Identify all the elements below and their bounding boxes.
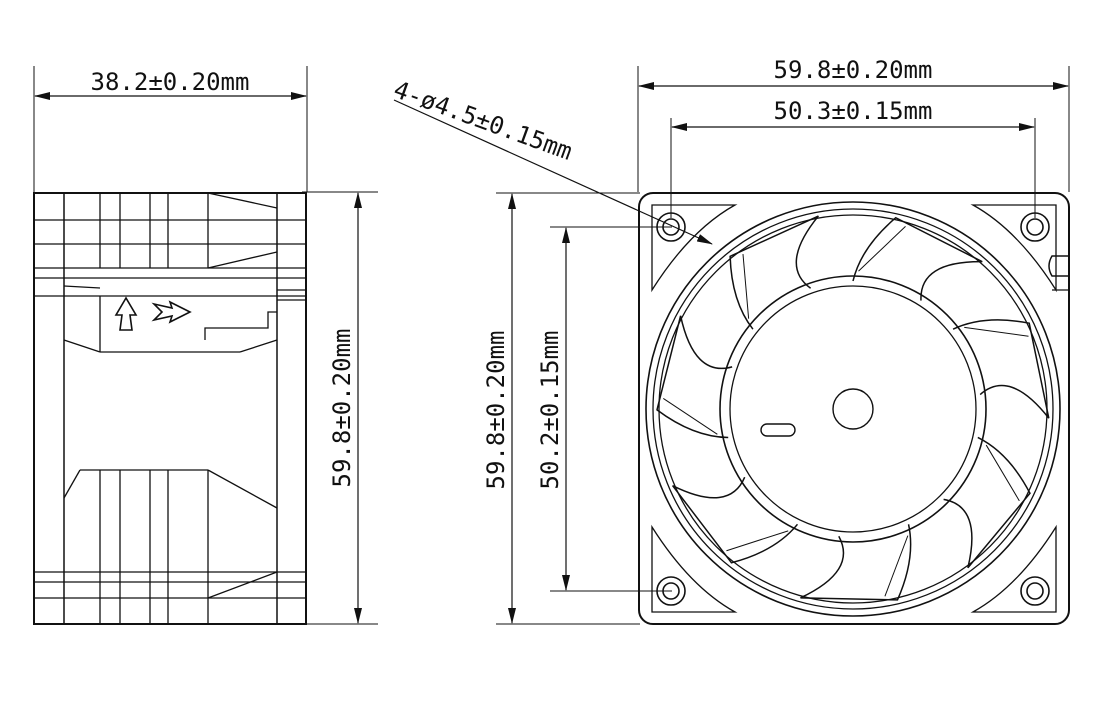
fan-blade (656, 315, 733, 439)
fan-blade (800, 524, 912, 601)
fan-blade-edge (663, 398, 718, 435)
fan-blade-edge (742, 254, 750, 319)
height-dimension-label: 59.8±0.20mm (328, 329, 356, 488)
hole-spacing-x-label: 50.3±0.15mm (774, 97, 933, 125)
fan-blade-edge (964, 326, 1029, 337)
fan-blade (952, 319, 1050, 419)
fan-blade-edge (884, 535, 909, 597)
side-view: 38.2±0.20mm 59.8±0.20mm (33, 66, 378, 625)
hole-spacing-y-label: 50.2±0.15mm (536, 331, 564, 490)
front-view: 59.8±0.20mm 50.3±0.15mm 59.8±0.20mm 50.2… (390, 56, 1070, 625)
frame-outline (638, 192, 1070, 625)
frame-clip (1048, 255, 1069, 277)
width-dimension-label: 59.8±0.20mm (774, 56, 933, 84)
fan-blades (656, 215, 1050, 601)
fan-blade (852, 216, 983, 301)
fan-blade (672, 476, 799, 564)
mounting-hole (656, 576, 686, 606)
depth-dimension-label: 38.2±0.20mm (91, 68, 250, 96)
mounting-hole (1020, 576, 1050, 606)
mounting-hole-label: 4-ø4.5±0.15mm (390, 75, 576, 166)
venturi-outer (645, 201, 1061, 617)
fan-frame (638, 192, 1070, 625)
fan-blade-edge (858, 226, 906, 272)
hub-center (832, 388, 874, 430)
mounting-hole (1020, 212, 1050, 242)
front-height-dimension-label: 59.8±0.20mm (482, 331, 510, 490)
hub-outer (719, 275, 987, 543)
arrow-up-icon (114, 296, 138, 331)
fan-blade-edge (985, 444, 1020, 502)
mounting-hole (656, 212, 686, 242)
fan-blade (729, 215, 819, 330)
arrow-right-icon (151, 300, 192, 324)
fan-blade (943, 436, 1031, 569)
side-outline (33, 192, 307, 625)
side-body (33, 192, 307, 625)
hub-slot (760, 423, 796, 437)
fan-blade-edge (726, 530, 789, 552)
fan-hub (719, 275, 987, 543)
